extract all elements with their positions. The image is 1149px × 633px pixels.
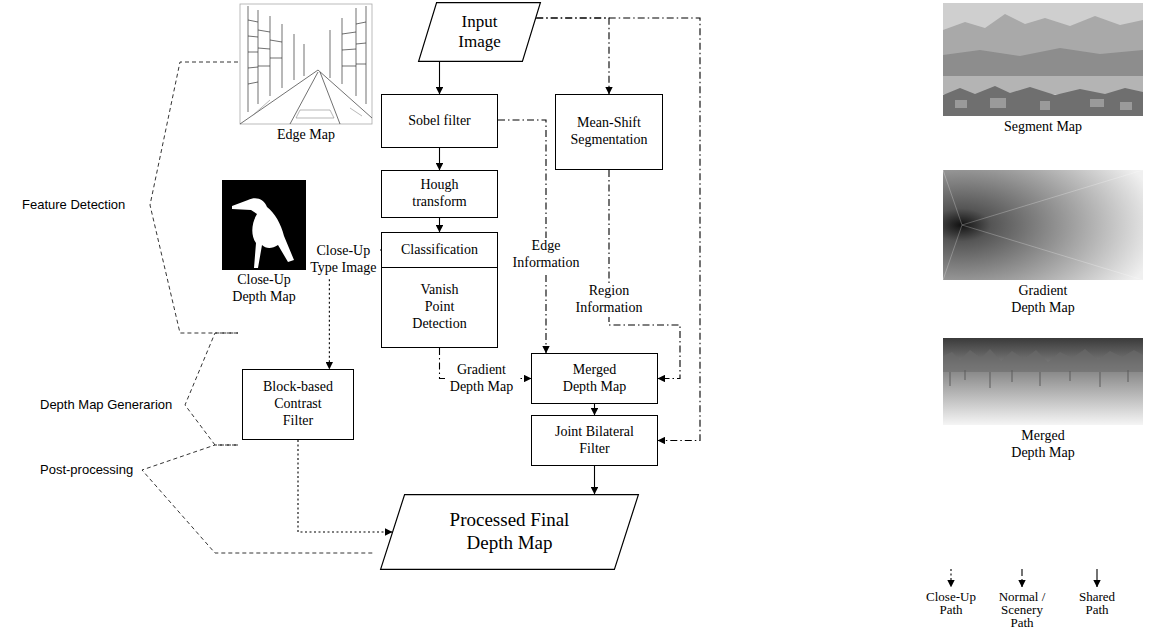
gradient-depth-picture (943, 170, 1143, 280)
flow-connector (536, 18, 609, 94)
caption-text: Edge Map (256, 127, 356, 144)
box-text: Input Image (450, 12, 510, 53)
flow-connector (609, 170, 680, 379)
close-up-depth-picture (222, 180, 306, 270)
box-text: Hough transform (400, 177, 480, 211)
flow-connector (439, 218, 440, 232)
caption-text: Feature Detection (22, 197, 147, 213)
label-box: Edge Map (256, 127, 356, 144)
caption-text: Gradient Depth Map (1008, 283, 1078, 317)
merged-depth-picture (950, 370, 1128, 388)
edge-label: Edge Information (506, 238, 586, 272)
stage-bracket (142, 445, 375, 553)
edge-label: Gradient Depth Map (446, 362, 518, 396)
process-box: Joint Bilateral Filter (531, 415, 658, 466)
flow-connector (594, 404, 595, 415)
legend-text: Close-Up Path (920, 590, 982, 616)
edge-map-picture (252, 100, 362, 118)
label-box: Merged Depth Map (1003, 428, 1083, 462)
stage-bracket (142, 62, 375, 553)
edge-label: Close-Up Type Image (306, 243, 380, 277)
process-box: Hough transform (381, 170, 498, 218)
flow-connector (594, 466, 595, 494)
gradient-depth-picture (943, 170, 1143, 280)
edge-map-picture (248, 20, 282, 84)
box-text: Merged Depth Map (557, 362, 632, 396)
edge-map-picture (240, 6, 372, 124)
gradient-depth-picture (943, 170, 1143, 280)
legend-text: Shared Path (1066, 590, 1128, 616)
legend-sample (1021, 569, 1022, 587)
process-box: Mean-Shift Segmentation (555, 94, 663, 170)
io-parallelogram: Processed Final Depth Map (380, 494, 639, 570)
box-text: Sobel filter (408, 113, 471, 130)
edge-label-box: Edge Information (506, 238, 586, 272)
merged-depth-picture (943, 338, 1143, 425)
label-box: Close-Up Depth Map (224, 272, 304, 306)
process-box: Merged Depth Map (531, 353, 658, 404)
legend-item: Normal / Scenery Path (991, 590, 1053, 629)
segment-map-picture (943, 3, 1143, 116)
edge-map-picture (240, 4, 372, 124)
label-box: Feature Detection (22, 197, 147, 213)
edge-map-picture (240, 4, 372, 124)
caption-text: Post-processing (40, 462, 140, 478)
legend-sample (1096, 569, 1097, 587)
stage-bracket (185, 333, 238, 445)
edge-label: Region Information (569, 283, 649, 317)
process-box: Block-based Contrast Filter (242, 369, 354, 440)
legend-item: Close-Up Path (920, 590, 982, 616)
label-box: Segment Map (983, 119, 1103, 136)
caption-text: Segment Map (983, 119, 1103, 136)
edge-map-picture (240, 70, 372, 124)
segment-map-picture (943, 48, 1143, 76)
edge-map-picture (252, 100, 362, 118)
flow-connector (439, 148, 440, 170)
box-text: Joint Bilateral Filter (545, 424, 645, 458)
box-text: Mean-Shift Segmentation (561, 115, 657, 149)
caption-text: Depth Map Generarion (40, 397, 185, 413)
caption-text: Close-Up Depth Map (224, 272, 304, 306)
parallelogram-outline (419, 3, 541, 62)
edge-label-box: Region Information (569, 283, 649, 317)
label-box: Post-processing (40, 462, 140, 478)
box-text: Vanish Point Detection (405, 282, 475, 332)
edge-map-picture (342, 22, 366, 66)
io-parallelogram: Input Image (418, 2, 541, 62)
edge-map-picture (248, 6, 304, 112)
caption-text: Merged Depth Map (1003, 428, 1083, 462)
process-box: Vanish Point Detection (381, 267, 498, 348)
flow-connector (498, 120, 546, 353)
legend-item: Shared Path (1066, 590, 1128, 616)
legend-text: Normal / Scenery Path (991, 590, 1053, 629)
segment-map-picture (955, 98, 1132, 110)
process-box: Sobel filter (381, 94, 498, 148)
merged-depth-picture (943, 338, 1143, 425)
close-up-depth-picture (232, 198, 294, 268)
parallelogram-outline (381, 495, 639, 570)
edge-map-picture (330, 6, 366, 104)
merged-depth-picture (943, 349, 1143, 372)
flow-connector (298, 440, 392, 532)
process-box: Classification (381, 232, 498, 268)
segment-map-picture (943, 3, 1143, 116)
close-up-depth-picture (222, 180, 306, 270)
flow-connector (439, 62, 440, 94)
box-text: Processed Final Depth Map (435, 509, 585, 555)
box-text: Block-based Contrast Filter (258, 379, 338, 429)
label-box: Gradient Depth Map (1008, 283, 1078, 317)
edge-label-box: Close-Up Type Image (306, 243, 380, 277)
box-text: Classification (401, 242, 478, 259)
segment-map-picture (943, 86, 1143, 116)
edge-label-box: Gradient Depth Map (446, 362, 518, 396)
label-box: Depth Map Generarion (40, 397, 185, 413)
legend-sample (950, 569, 951, 587)
